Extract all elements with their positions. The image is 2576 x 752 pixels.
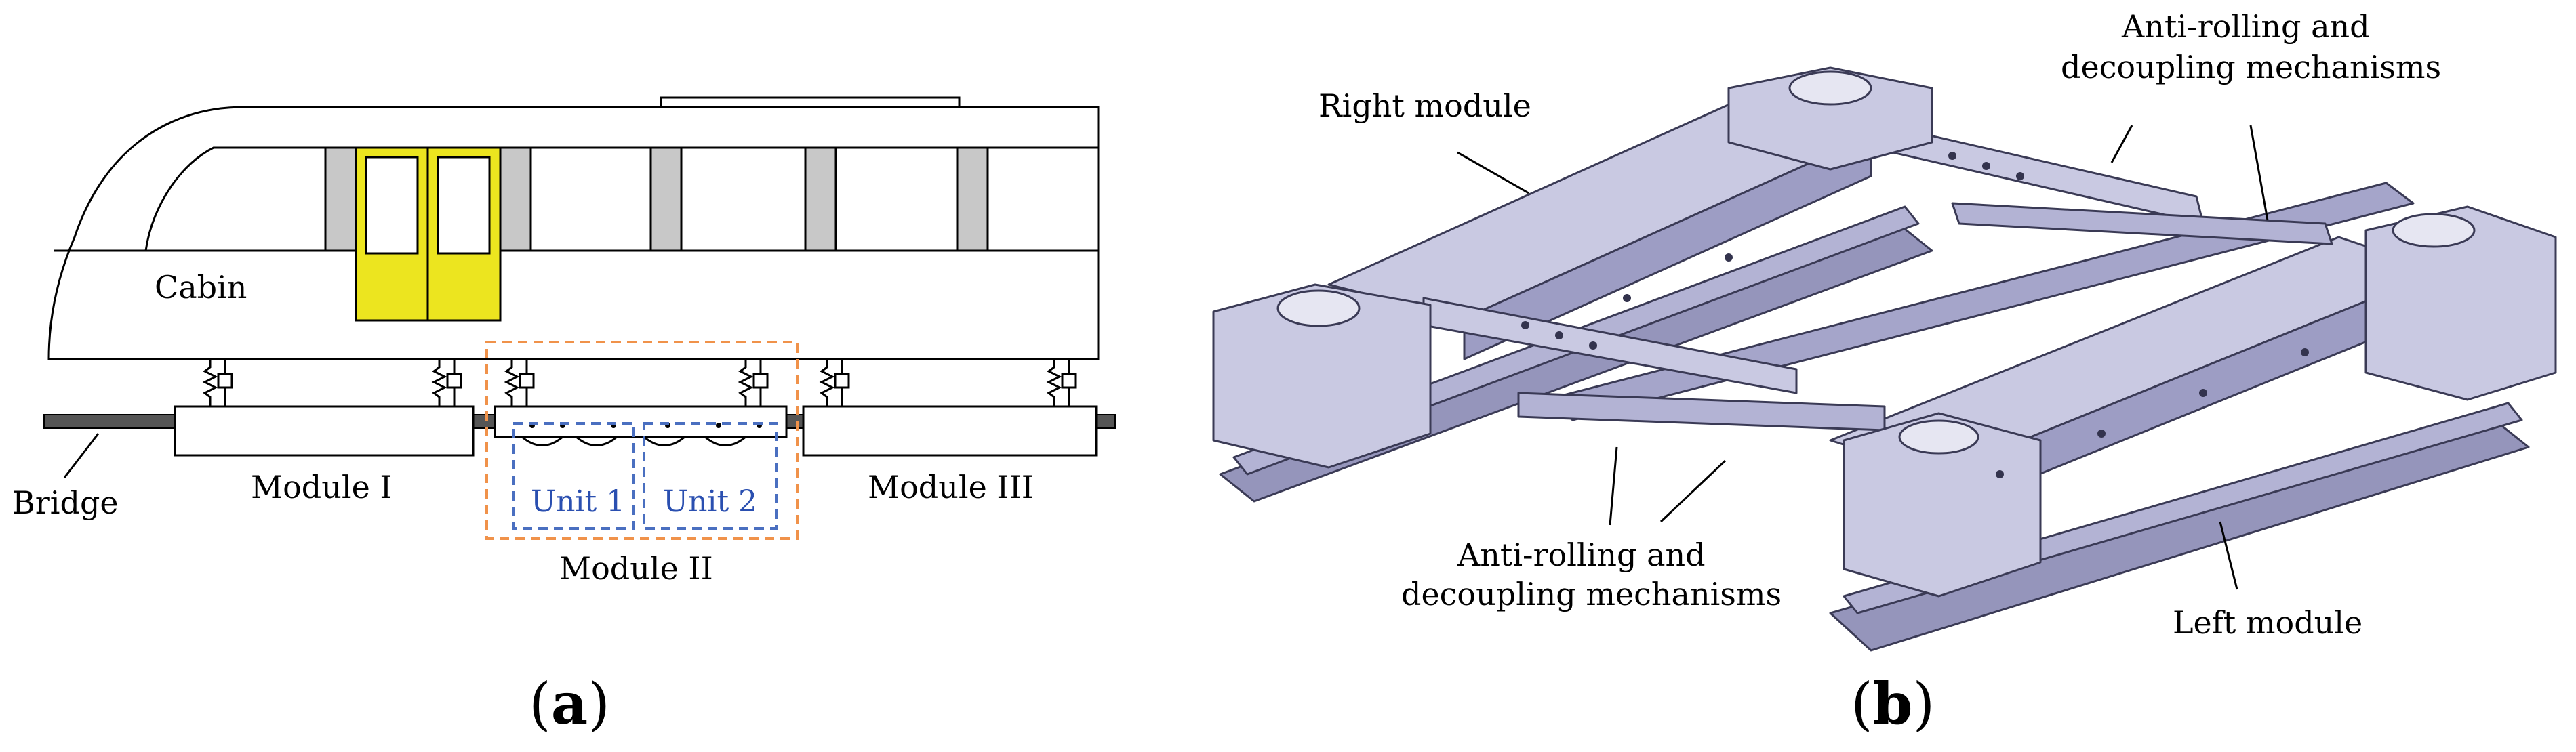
caption-b-letter: b — [1873, 670, 1913, 737]
mech-bottom-line2: decoupling mechanisms — [1401, 576, 1782, 612]
cabin-label: Cabin — [155, 269, 247, 306]
corner-box-front-left — [1212, 283, 1432, 469]
left-module-label: Left module — [2173, 604, 2362, 641]
pillar — [324, 146, 357, 252]
unit-2-outline — [643, 422, 778, 530]
panel-a-train-diagram: Cabin Bridge — [12, 96, 1116, 737]
unit-2-label: Unit 2 — [663, 484, 757, 519]
caption-b: (b) — [1851, 670, 1935, 737]
door-window — [365, 156, 419, 255]
module-3-label: Module III — [868, 469, 1034, 505]
corner-hole — [1898, 419, 1979, 455]
module-2-label: Module II — [559, 550, 713, 587]
left-module-leader — [2219, 521, 2238, 590]
module-3-box — [802, 405, 1098, 457]
link-top-2 — [1951, 202, 2333, 245]
right-module-label: Right module — [1319, 87, 1531, 124]
corner-box-back-left — [1727, 66, 1933, 171]
corner-box-back-right — [2364, 205, 2557, 401]
door-window — [437, 156, 491, 255]
mech-top-line1: Anti-rolling and — [2121, 8, 2370, 45]
mech-bottom-leader-2 — [1659, 459, 1727, 523]
bolt-holes — [1521, 152, 2309, 478]
pillar — [649, 146, 683, 252]
panel-b-labels: Right module Anti-rolling and decoupling… — [1319, 8, 2441, 737]
mech-top-line2: decoupling mechanisms — [2061, 49, 2441, 85]
mech-bottom-line1: Anti-rolling and — [1457, 537, 1706, 573]
panel-b-bogie-render — [1212, 66, 2557, 652]
pillar — [499, 146, 532, 252]
pillar — [956, 146, 989, 252]
suspensions — [202, 359, 1077, 406]
right-module-leader — [1457, 151, 1529, 194]
bridge-leader — [63, 433, 100, 478]
mech-top-leader-1 — [2110, 125, 2133, 163]
link-bottom-2 — [1517, 392, 1886, 432]
module-2-wheels — [521, 436, 746, 446]
corner-hole — [1788, 70, 1872, 106]
module-2-outline — [485, 341, 799, 540]
module-2-box — [494, 405, 788, 438]
cab-window — [144, 146, 327, 252]
corner-hole — [2392, 213, 2476, 248]
module-1-label: Module I — [251, 469, 393, 505]
unit-1-label: Unit 1 — [531, 484, 625, 519]
corner-hole — [1276, 289, 1361, 327]
unit-1-outline — [512, 422, 635, 530]
caption-a: (a) — [529, 670, 610, 737]
caption-a-letter: a — [551, 670, 588, 737]
bridge-label: Bridge — [12, 484, 119, 521]
module-1-box — [174, 405, 475, 457]
pillar — [804, 146, 837, 252]
mech-bottom-leader-1 — [1609, 446, 1618, 526]
right-module-beam-side — [1463, 134, 1872, 360]
corner-box-front-right — [1843, 412, 2042, 598]
mech-top-leader-2 — [2249, 125, 2269, 221]
